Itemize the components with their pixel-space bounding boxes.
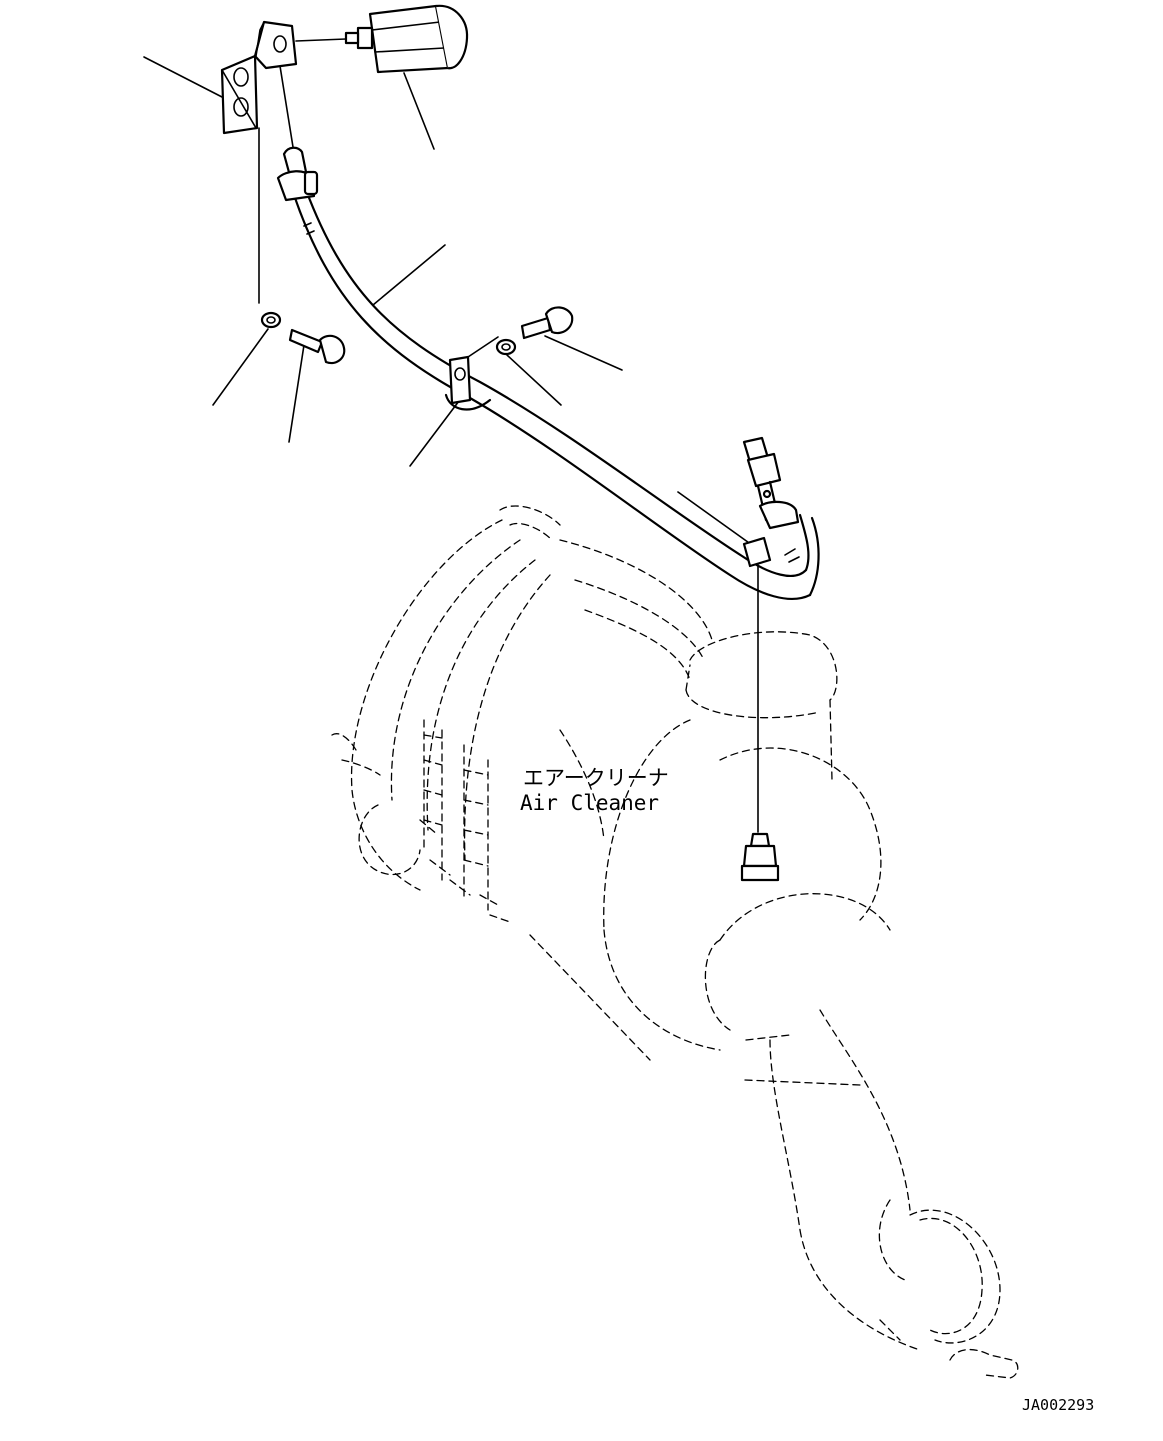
- upper-hose-fitting[interactable]: [276, 146, 319, 202]
- dust-indicator[interactable]: [344, 4, 469, 74]
- air-cleaner-nipple[interactable]: [740, 832, 780, 882]
- hose-clamp[interactable]: [444, 355, 492, 411]
- bolt-left[interactable]: [288, 328, 346, 365]
- washer-right[interactable]: [495, 338, 517, 356]
- drawing-code: JA002293: [1022, 1396, 1094, 1414]
- lower-hose-fitting[interactable]: [742, 436, 800, 568]
- air-cleaner: [331, 505, 1019, 1379]
- bolt-right[interactable]: [520, 306, 574, 340]
- label-air-cleaner-en: Air Cleaner: [520, 791, 659, 815]
- leader-lines: [143, 38, 759, 833]
- mounting-bracket[interactable]: [220, 20, 298, 135]
- washer-left[interactable]: [260, 311, 282, 329]
- hose[interactable]: [292, 188, 820, 600]
- label-air-cleaner-jp: エアークリーナ: [523, 766, 669, 790]
